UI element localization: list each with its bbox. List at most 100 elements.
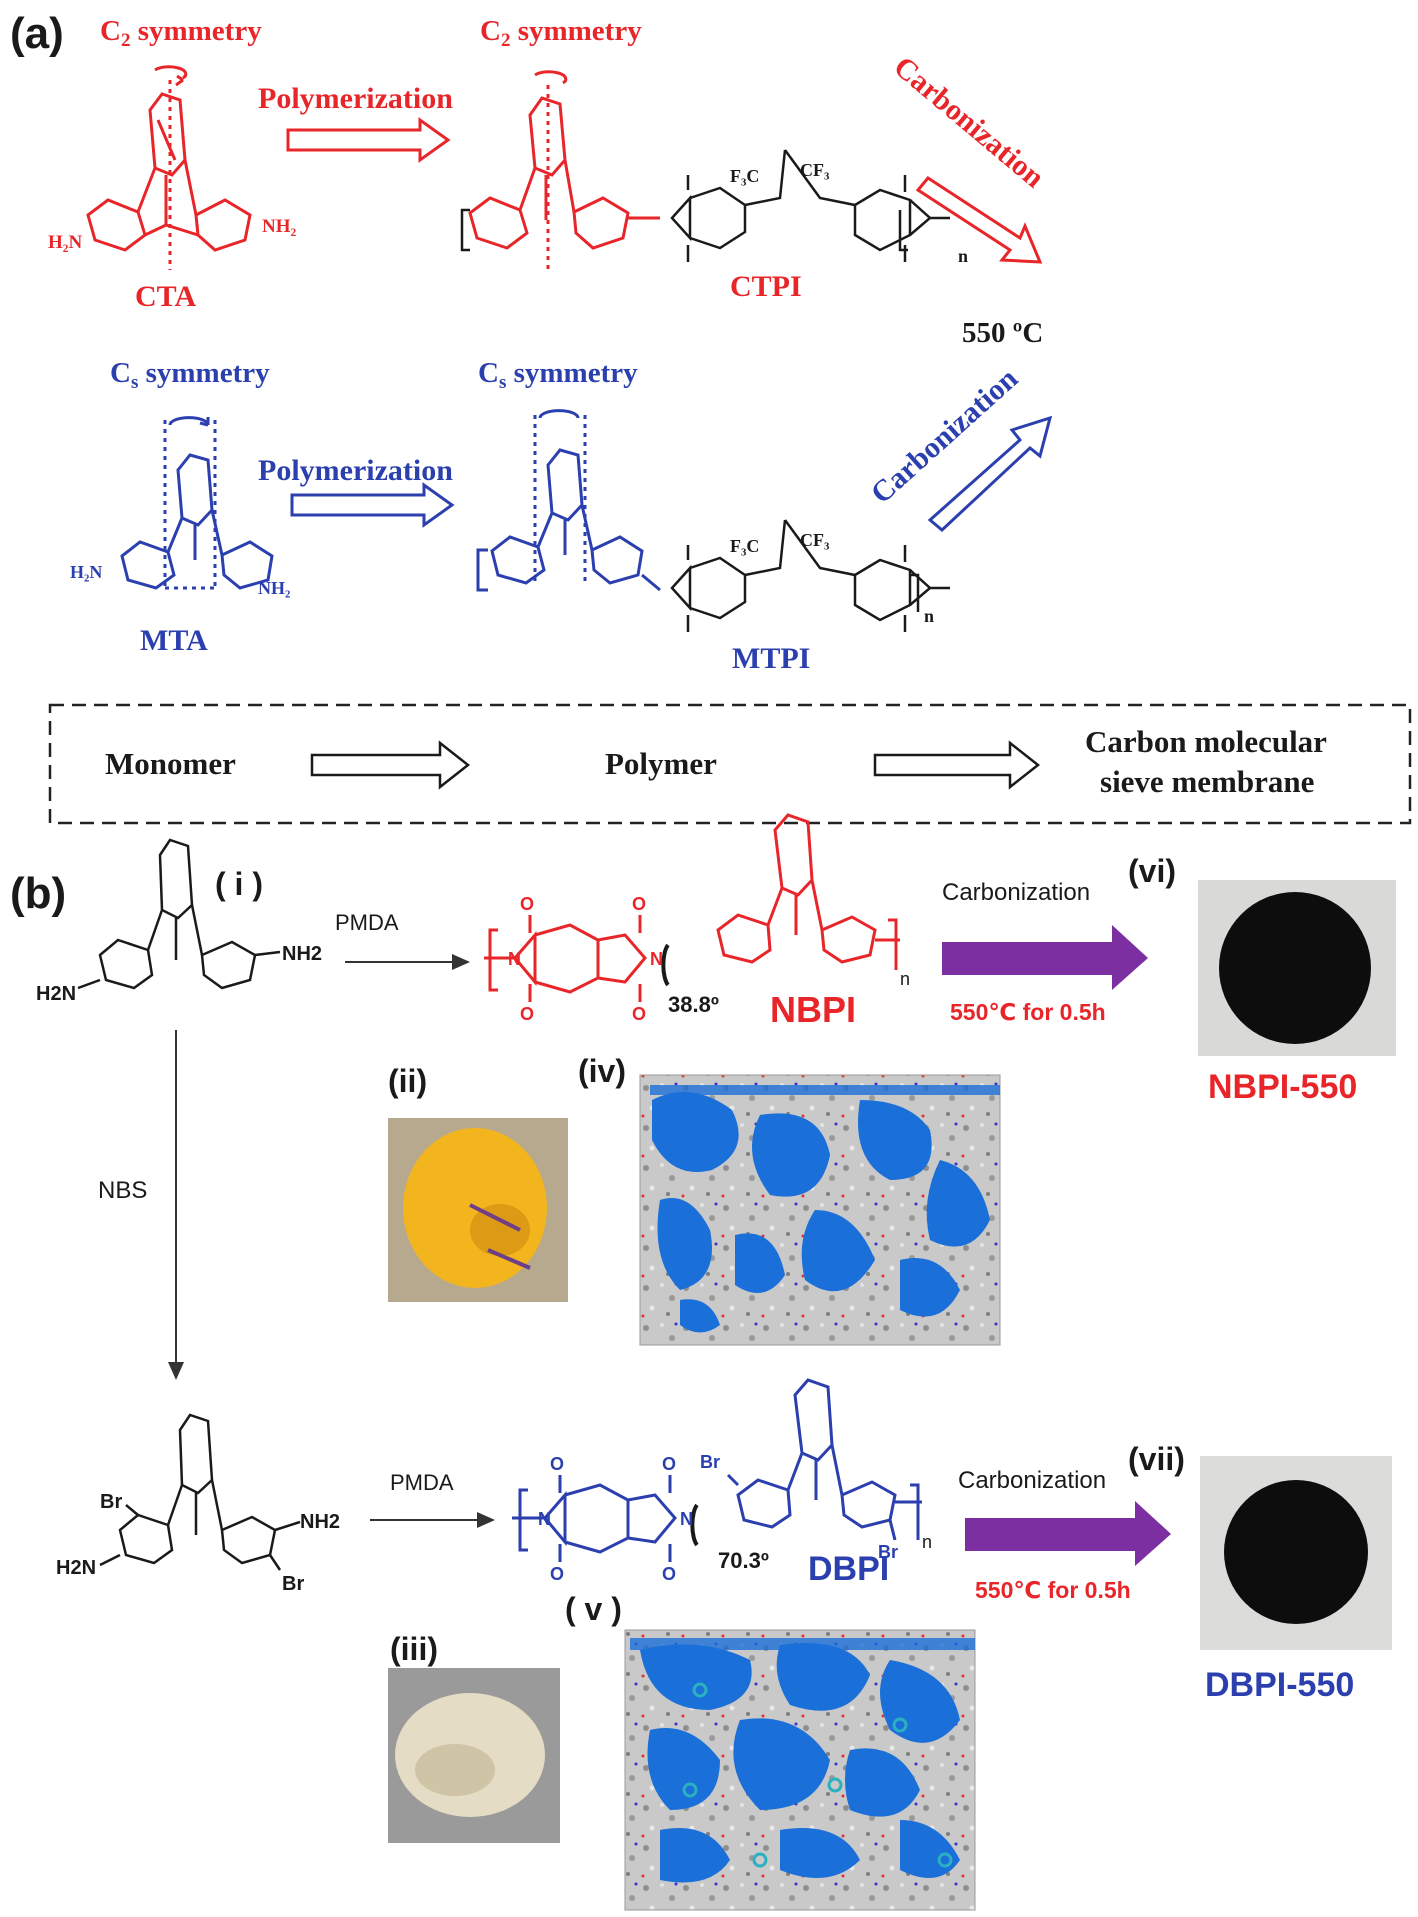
nbpi-rotation (661, 943, 670, 987)
nbs-label: NBS (98, 1177, 147, 1204)
mtpi-cf3: CF₃ (800, 530, 830, 550)
ctpi-f3c: F₃C (730, 166, 759, 186)
label-i: ( i ) (215, 866, 263, 902)
nbpi-o-top-left: O (520, 894, 534, 914)
dbpi-n-left: N (538, 1509, 551, 1529)
dibromo-br-top: Br (100, 1491, 122, 1513)
nbpi-n-right: N (650, 949, 663, 969)
nbpi-o-bot-left: O (520, 1004, 534, 1024)
carbonization-arrow-b2 (965, 1501, 1171, 1566)
label-vi: (vi) (1128, 853, 1176, 889)
dbpi-br-bot: Br (878, 1542, 898, 1562)
nbpi-550-label: NBPI-550 (1208, 1068, 1357, 1106)
dbpi-powder-shade (415, 1744, 495, 1796)
pmda-label-1: PMDA (335, 910, 399, 935)
panel-b: (b) ( i ) NH2 H2N PMDA (10, 813, 1396, 1911)
flow-monomer: Monomer (105, 746, 236, 781)
polymerization-arrow-red (286, 117, 451, 163)
nbpi-name: NBPI (770, 989, 856, 1030)
ctpi-imide-chain (460, 149, 950, 262)
mtpi-symmetry-label: Cs symmetry (478, 357, 638, 393)
dibromo-nh2: NH2 (300, 1511, 340, 1533)
mtpi-n-sub: n (924, 606, 934, 626)
flow-arrow-2 (873, 740, 1041, 790)
panel-a: (a) C2 symmetry H₂N NH₂ CTA Polymerizati… (10, 9, 1412, 825)
dbpi-br-atoms (682, 1682, 953, 1868)
flow-arrow-1 (310, 740, 471, 790)
cta-symmetry-label: C2 symmetry (100, 15, 262, 51)
polymerization-arrow-blue (290, 482, 455, 528)
dbpi-pores (630, 1638, 975, 1883)
dbpi-rotation (690, 1503, 699, 1547)
pmda-label-2: PMDA (390, 1470, 454, 1495)
ctpi-n-sub: n (958, 246, 968, 266)
monomer-i-h2n: H2N (36, 983, 76, 1005)
label-ii: (ii) (388, 1063, 427, 1099)
panel-b-label: (b) (10, 869, 66, 918)
monomer-i-nh2: NH2 (282, 943, 322, 965)
nbpi-550-disc (1219, 892, 1371, 1044)
dibromo-br-bot: Br (282, 1573, 304, 1595)
dbpi-550-disc (1224, 1480, 1368, 1624)
temperature-label: 550 ºC (962, 317, 1043, 349)
dibromo-h2n: H2N (56, 1557, 96, 1579)
label-v: ( v ) (565, 1591, 622, 1627)
mta-h2n: H₂N (70, 562, 102, 582)
mta-name: MTA (140, 624, 208, 657)
nbpi-powder-streak (469, 1203, 531, 1270)
cta-name: CTA (135, 280, 196, 313)
dibromo-monomer (99, 1413, 301, 1571)
flow-box (48, 703, 1412, 825)
flow-cms-line2: sieve membrane (1100, 764, 1314, 799)
carbonization-label-b2: Carbonization (958, 1467, 1106, 1494)
condition-b2: 550℃ for 0.5h (975, 1577, 1131, 1603)
carbonization-label-blue: Carbonization (865, 362, 1025, 511)
cta-molecule (86, 65, 252, 270)
dbpi-n-right: N (680, 1509, 693, 1529)
dbpi-n-sub: n (922, 1532, 932, 1552)
nbpi-polymer (484, 813, 900, 1002)
label-iv: (iv) (578, 1053, 626, 1089)
diamine-monomer-i (77, 838, 281, 990)
nbpi-powder-shade (470, 1204, 530, 1256)
flow-polymer: Polymer (605, 746, 717, 781)
polymerization-label-red: Polymerization (258, 82, 453, 115)
flow-cms-line1: Carbon molecular (1085, 724, 1327, 759)
cta-nh2: NH₂ (262, 216, 297, 237)
dbpi-550-label: DBPI-550 (1205, 1666, 1354, 1704)
dbpi-name: DBPI (808, 1550, 889, 1588)
dbpi-o-bot-right: O (662, 1564, 676, 1584)
ctpi-triptycene (468, 70, 660, 270)
mtpi-f3c: F₃C (730, 536, 759, 556)
nbpi-pores (650, 1085, 1000, 1333)
mtpi-name: MTPI (732, 642, 810, 675)
dbpi-o-bot-left: O (550, 1564, 564, 1584)
nbpi-n-left: N (508, 949, 521, 969)
nbpi-o-bot-right: O (632, 1004, 646, 1024)
dbpi-o-top-right: O (662, 1454, 676, 1474)
cta-h2n: H₂N (48, 232, 82, 253)
mta-nh2: NH₂ (258, 578, 290, 598)
ctpi-name: CTPI (730, 270, 802, 303)
nbpi-o-top-right: O (632, 894, 646, 914)
mta-symmetry-label: Cs symmetry (110, 357, 270, 393)
dbpi-angle: 70.3º (718, 1548, 769, 1573)
dbpi-polymer (512, 1378, 922, 1562)
mtpi-imide-chain (670, 519, 950, 632)
mta-molecule (120, 416, 274, 590)
carbonization-arrow-b1 (942, 925, 1148, 990)
ctpi-cf3: CF₃ (800, 160, 830, 180)
condition-b1: 550℃ for 0.5h (950, 999, 1106, 1025)
dbpi-br-top: Br (700, 1452, 720, 1472)
nbpi-n-sub: n (900, 969, 910, 989)
label-vii: (vii) (1128, 1441, 1185, 1477)
label-iii: (iii) (390, 1631, 438, 1667)
panel-a-label: (a) (10, 9, 64, 58)
carbonization-label-red: Carbonization (888, 50, 1051, 194)
nbpi-angle: 38.8º (668, 992, 719, 1017)
mtpi-triptycene (476, 409, 661, 592)
polymerization-label-blue: Polymerization (258, 454, 453, 487)
carbonization-label-b1: Carbonization (942, 879, 1090, 906)
dbpi-o-top-left: O (550, 1454, 564, 1474)
ctpi-symmetry-label: C2 symmetry (480, 15, 642, 51)
